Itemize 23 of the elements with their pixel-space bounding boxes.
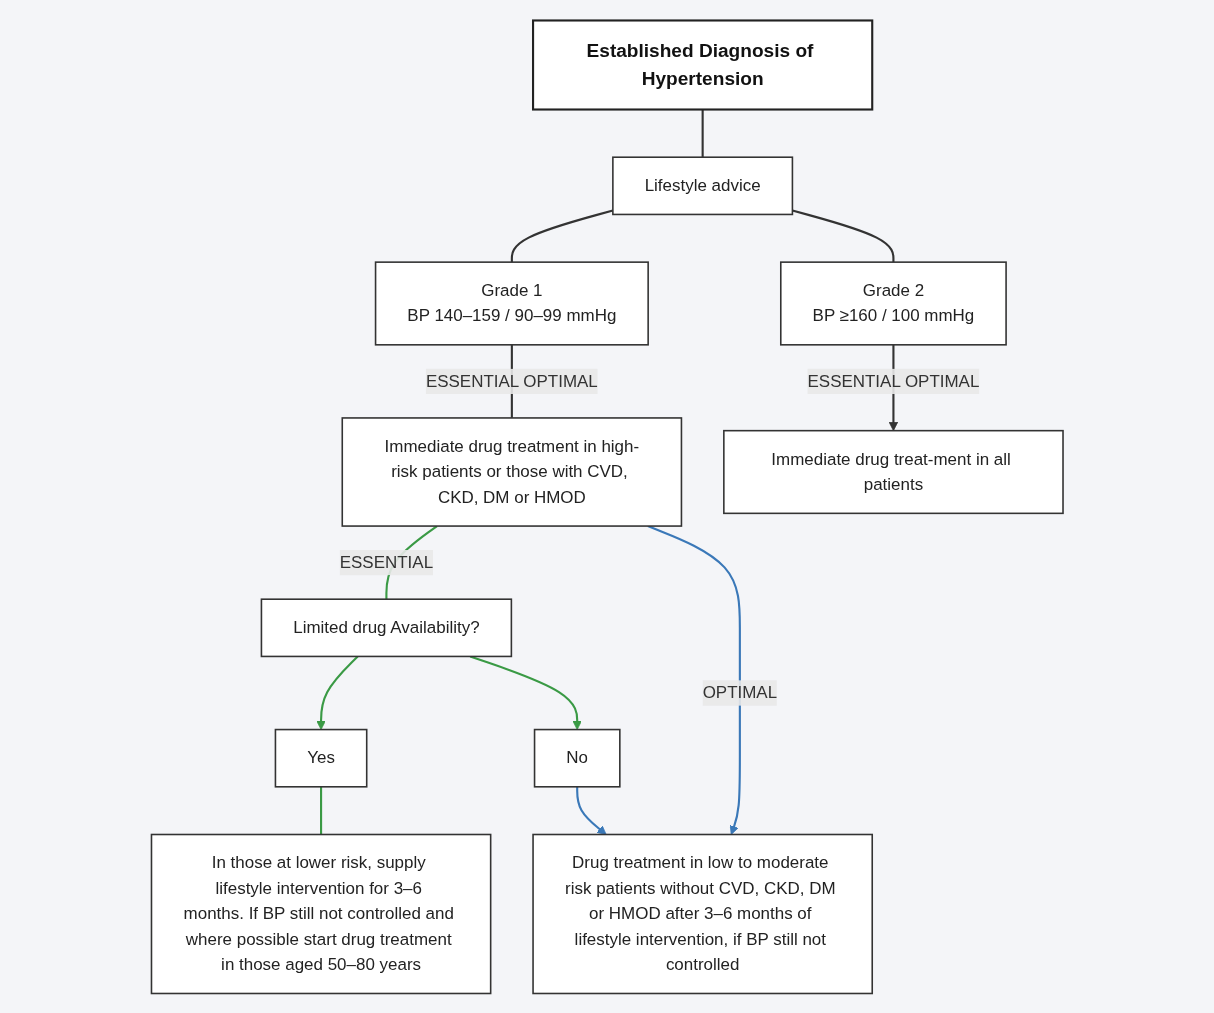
node-box: Established Diagnosis of Hypertension xyxy=(531,18,874,111)
arrow xyxy=(647,524,741,835)
edge-label: ESSENTIAL OPTIMAL xyxy=(425,371,598,390)
node-box: Drug treatment in low to moderate risk patients without CVD, CKD, DM or HMOD after 3–6 months of lifestyle intervention, if BP still not controlled xyxy=(532,833,873,994)
node-box: Grade 1 BP 140–159 / 90–99 mmHg xyxy=(374,260,649,346)
connector xyxy=(791,209,895,262)
node-box: Immediate drug treatment in high-risk patients or those with CVD, CKD, DM or HMOD xyxy=(341,416,682,527)
edge-label: ESSENTIAL xyxy=(339,552,433,571)
node-box: Immediate drug treat-ment in all patients xyxy=(722,429,1064,514)
node-box: No xyxy=(533,728,621,788)
arrow xyxy=(316,655,359,730)
node-box: Grade 2 BP ≥160 / 100 mmHg xyxy=(779,260,1007,346)
connector xyxy=(701,109,704,157)
arrow xyxy=(575,786,607,835)
connector xyxy=(510,209,613,262)
node-box: In those at lower risk, supply lifestyle intervention for 3–6 months. If BP still not controlled and where possible start drug treatment in those aged 50–80 years xyxy=(150,833,492,994)
edge-label: ESSENTIAL OPTIMAL xyxy=(807,371,980,390)
node-box: Limited drug Availability? xyxy=(260,597,512,657)
arrow xyxy=(469,654,582,730)
node-box: Yes xyxy=(274,728,368,788)
node-box: Lifestyle advice xyxy=(611,155,793,215)
edge-label: OPTIMAL xyxy=(702,682,777,701)
connector xyxy=(319,786,322,834)
